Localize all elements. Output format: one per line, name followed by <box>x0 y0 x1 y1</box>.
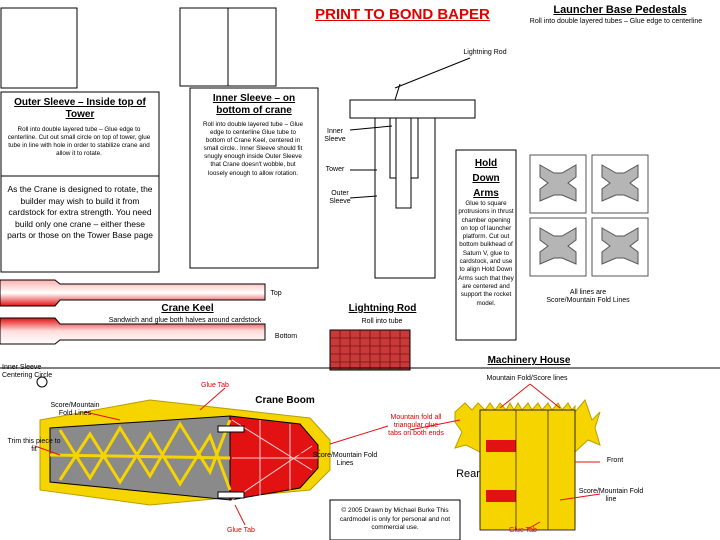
crane-note: As the Crane is designed to rotate, the … <box>7 184 153 240</box>
inner-sleeve-panel <box>189 87 319 269</box>
centering-circle <box>36 376 48 388</box>
lightning-rod-title: Lightning Rod <box>348 303 417 314</box>
crane-boom-title: Crane Boom <box>255 395 315 406</box>
score-left-label: Score/Mountain Fold Lines <box>50 402 100 417</box>
page-title: PRINT TO BOND BAPER <box>315 6 490 23</box>
crane-keel-bottom <box>0 317 266 345</box>
machinery-house <box>454 399 601 531</box>
mountain-fold-label: Mountain fold all triangular glue tabs o… <box>388 414 444 437</box>
glue-tab-bottom-label: Glue Tab <box>227 527 255 534</box>
hold-down-arms-panel <box>455 149 517 341</box>
score-fold-line-label: Score/Mountain Fold line <box>578 488 644 503</box>
keel-top-label: Top <box>270 290 282 297</box>
inner-sleeve-note: Roll into double layered tube – Glue edg… <box>202 121 304 177</box>
tower-callout: Tower <box>325 166 345 173</box>
crane-boom <box>39 399 331 506</box>
pedestal-title: Launcher Base Pedestals <box>553 4 687 16</box>
credit-box <box>329 499 461 540</box>
blank-panel-1 <box>0 7 78 89</box>
inner-circle-label: Inner Sleeve Centering Circle <box>2 364 53 379</box>
machinery-callouts <box>409 383 601 531</box>
tower-diagram <box>349 57 476 279</box>
lightning-rod-part <box>329 329 411 371</box>
crane-keel-top <box>0 279 266 307</box>
crane-keel-note: Sandwich and glue both halves around car… <box>108 317 262 324</box>
score-mid-label: Score/Mountain Fold Lines <box>312 452 378 467</box>
credit-text: © 2005 Drawn by Michael Burke This cardm… <box>339 507 451 531</box>
inner-sleeve-title: Inner Sleeve – on bottom of crane <box>212 93 296 116</box>
outer-sleeve-callout: Outer Sleeve <box>329 190 351 205</box>
trim-piece-label: Trim this piece to fit <box>7 438 61 453</box>
hold-down-title: Hold Down Arms <box>472 158 500 199</box>
hold-down-arm-parts <box>529 154 649 277</box>
lightning-rod-note: Roll into tube <box>361 318 403 325</box>
glue-tab-top-label: Glue Tab <box>201 382 229 389</box>
rear-label: Rear <box>456 468 480 480</box>
machinery-title: Machinery House <box>487 355 571 366</box>
pedestal-note: Roll into double layered tubes – Glue ed… <box>529 18 703 25</box>
inner-sleeve-callout: Inner Sleeve <box>324 128 346 143</box>
lightning-rod-top-label: Lightning Rod <box>463 49 507 56</box>
hold-down-note: Glue to square protrusions in thrust cha… <box>458 200 514 307</box>
boom-callouts <box>34 387 389 526</box>
glue-tab-right-label: Glue Tab <box>509 527 537 534</box>
front-label: Front <box>606 457 624 464</box>
outer-sleeve-note: Roll into double layered tube – Glue edg… <box>7 126 151 157</box>
keel-bottom-label: Bottom <box>274 333 298 340</box>
machinery-note: Mountain Fold/Score lines <box>486 375 568 382</box>
outer-sleeve-panel <box>0 91 160 273</box>
outer-sleeve-title: Outer Sleeve – Inside top of Tower <box>14 97 146 120</box>
all-lines-label: All lines are Score/Mountain Fold Lines <box>546 289 630 304</box>
crane-keel-title: Crane Keel <box>161 303 214 314</box>
